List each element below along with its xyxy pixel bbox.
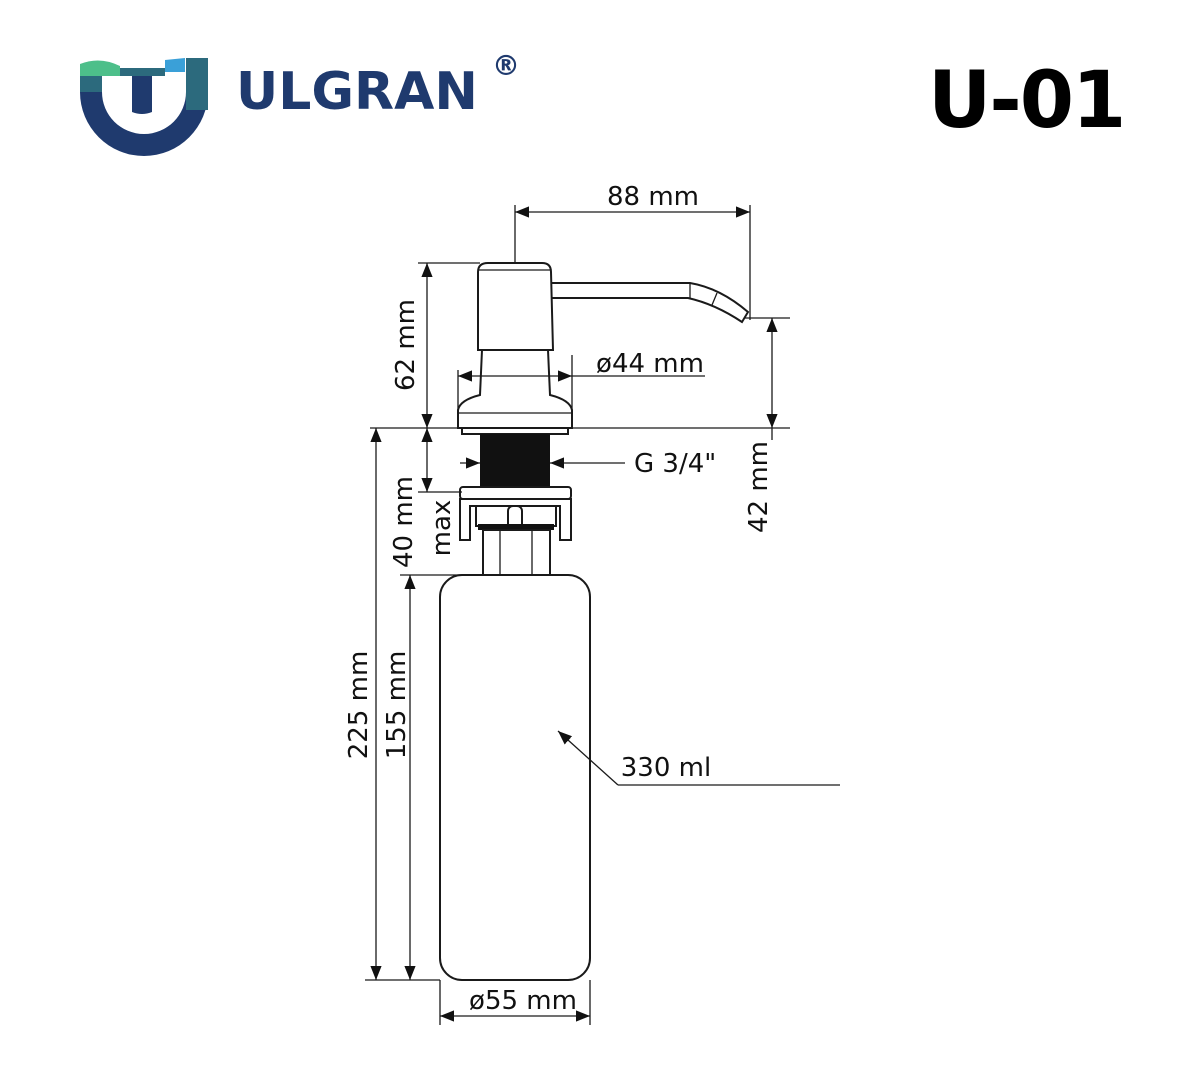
dimension-lines [365,205,840,1025]
bottle-height-label: 155 mm [382,651,412,760]
max-label: max [427,500,457,557]
model-title: U-01 [928,56,1126,146]
head-height-label: 62 mm [391,299,421,391]
head-diameter-label: ø44 mm [596,349,704,379]
bottle-diameter-label: ø55 mm [469,986,577,1016]
ulgran-logo-icon [80,58,208,156]
registered-mark: ® [492,49,520,82]
mounting-nut [459,486,572,576]
soap-bottle [439,574,591,981]
spout-height-label: 42 mm [744,441,774,533]
thread-label: G 3/4" [634,449,716,479]
spout-reach-label: 88 mm [607,182,699,212]
total-height-label: 225 mm [344,651,374,760]
brand-name: ULGRAN [236,62,478,122]
max-thickness-label: 40 mm [389,476,419,568]
volume-label: 330 ml [621,753,711,783]
threaded-shank [480,434,550,488]
